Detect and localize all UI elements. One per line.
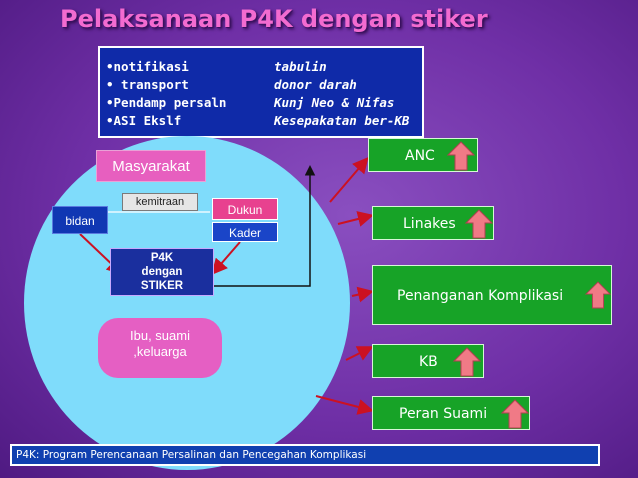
outcome-linakes: Linakes (372, 206, 494, 240)
outcome-label: KB (419, 354, 438, 370)
slide-title: Pelaksanaan P4K dengan stiker (60, 5, 488, 33)
up-arrow-icon (453, 347, 481, 377)
to-komplikasi-arrow (351, 286, 374, 303)
ibu-suami-keluarga-box: Ibu, suami ,keluarga (98, 318, 222, 378)
info-right: Kunj Neo & Nifas (274, 95, 395, 110)
activities-box: •notifikasi tabulin • transport donor da… (98, 46, 424, 138)
ibu-line: ,keluarga (133, 344, 187, 359)
outcome-label: Peran Suami (399, 406, 488, 422)
info-row: •ASI Ekslf Kesepakatan ber-KB (106, 112, 409, 130)
community-circle (24, 136, 350, 470)
up-arrow-icon (585, 281, 611, 309)
to-linakes-arrow (337, 211, 374, 227)
info-left: •notifikasi (106, 59, 189, 74)
outcome-label: Penanganan Komplikasi (397, 288, 564, 304)
up-arrow-icon (465, 209, 493, 239)
kemitraan-box: kemitraan (122, 193, 198, 211)
outcome-anc: ANC (368, 138, 478, 172)
kader-box: Kader (212, 222, 278, 242)
info-right: Kesepakatan ber-KB (274, 113, 410, 128)
p4k-stiker-box: P4K dengan STIKER (110, 248, 214, 296)
outcome-peran-suami: Peran Suami (372, 396, 530, 430)
up-arrow-icon (447, 141, 475, 171)
bidan-box: bidan (52, 206, 108, 234)
p4k-to-info-arrow (214, 165, 316, 287)
info-row: •notifikasi tabulin (106, 58, 327, 76)
kader-to-p4k-arrow (211, 241, 241, 276)
outcome-label: ANC (405, 148, 435, 164)
to-peran-suami-arrow (315, 395, 374, 415)
outcome-komplikasi: Penanganan Komplikasi (372, 265, 612, 325)
info-left: • transport (106, 77, 189, 92)
masyarakat-box: Masyarakat (96, 150, 206, 182)
p4k-line: STIKER (140, 280, 184, 292)
info-row: • transport donor darah (106, 76, 357, 94)
dukun-box: Dukun (212, 198, 278, 220)
p4k-line: P4K (150, 252, 174, 264)
p4k-line: dengan (141, 266, 183, 278)
to-kb-arrow (345, 346, 374, 361)
ibu-line: Ibu, suami (130, 328, 190, 343)
info-right: donor darah (274, 77, 357, 92)
to-anc-arrow (329, 156, 369, 203)
info-row: •Pendamp persaln Kunj Neo & Nifas (106, 94, 394, 112)
info-left: •Pendamp persaln (106, 95, 227, 110)
up-arrow-icon (501, 399, 529, 429)
info-right: tabulin (274, 59, 327, 74)
footer-definition: P4K: Program Perencanaan Persalinan dan … (10, 444, 600, 466)
outcome-label: Linakes (403, 216, 456, 232)
outcome-kb: KB (372, 344, 484, 378)
info-left: •ASI Ekslf (106, 113, 182, 128)
